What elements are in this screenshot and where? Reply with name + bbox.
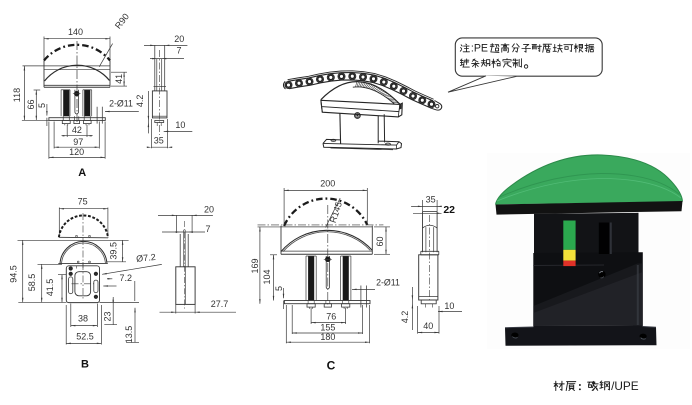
svg-text:Ø7.2: Ø7.2 [136,252,156,264]
svg-text:140: 140 [68,27,83,37]
svg-text:20: 20 [174,34,184,44]
svg-text:10: 10 [444,301,454,311]
svg-text:23: 23 [102,311,112,321]
svg-text:76: 76 [326,312,336,322]
svg-text:/UPE: /UPE [611,379,639,393]
svg-text:200: 200 [320,178,335,188]
svg-text:10: 10 [175,120,185,130]
svg-text:27.7: 27.7 [211,299,229,309]
svg-text:180: 180 [320,332,335,342]
svg-text:20: 20 [204,204,214,214]
svg-text:4.2: 4.2 [400,311,410,324]
svg-text:5: 5 [37,103,47,108]
svg-text:35: 35 [154,136,164,146]
svg-text:42: 42 [72,125,82,135]
svg-text:66: 66 [26,99,36,109]
svg-text:52.5: 52.5 [76,331,94,341]
svg-text:58.5: 58.5 [27,274,37,292]
svg-text:97: 97 [73,137,83,147]
svg-text:7.2: 7.2 [120,273,133,283]
svg-text::PE: :PE [471,43,488,55]
svg-text:7: 7 [176,46,181,56]
svg-text:A: A [78,167,86,179]
svg-text:4.2: 4.2 [135,95,145,108]
svg-text:155: 155 [320,322,335,332]
svg-text:2-Ø11: 2-Ø11 [109,99,133,109]
svg-text:13.5: 13.5 [124,326,134,344]
svg-text:104: 104 [262,269,272,284]
svg-text:35: 35 [426,194,436,204]
svg-text:7: 7 [205,224,210,234]
svg-text:38: 38 [78,313,88,323]
svg-text:40: 40 [423,321,433,331]
svg-text:169: 169 [250,258,260,273]
svg-text:118: 118 [12,88,22,102]
svg-text:120: 120 [69,147,84,157]
svg-text:2-Ø11: 2-Ø11 [376,277,400,287]
svg-text:22: 22 [443,204,455,216]
svg-text:5: 5 [274,286,284,291]
svg-text:B: B [81,358,89,370]
svg-text:C: C [327,359,336,373]
svg-text:75: 75 [78,197,88,207]
svg-text:39.5: 39.5 [109,242,119,260]
svg-text:41.5: 41.5 [45,279,55,297]
svg-text:94.5: 94.5 [8,265,18,283]
svg-text:60: 60 [375,236,385,246]
svg-text:41: 41 [114,74,124,84]
